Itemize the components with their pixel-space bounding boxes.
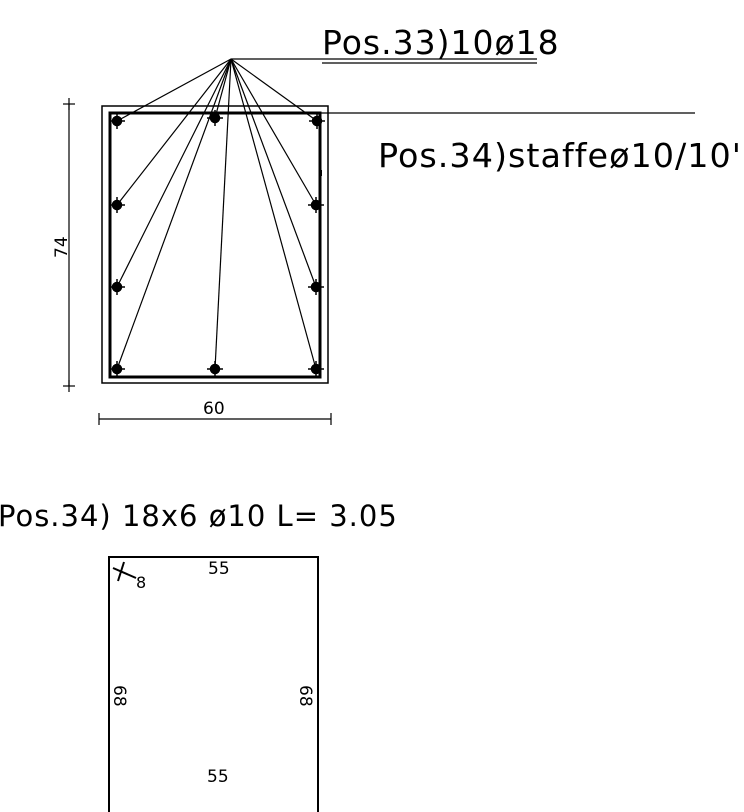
rebar-group xyxy=(109,110,325,377)
rebar xyxy=(109,361,125,377)
height-dimension xyxy=(63,98,75,392)
pos33-label: Pos.33)10ø18 xyxy=(322,23,560,62)
stirrup-right-label: 68 xyxy=(295,685,315,707)
rebar xyxy=(309,113,325,129)
rebar xyxy=(308,197,324,213)
pos33-leaders xyxy=(116,58,537,370)
stirrup-shape xyxy=(108,556,319,812)
stirrup-bottom-label: 55 xyxy=(207,767,229,787)
pos34-label: Pos.34)staffeø10/10' xyxy=(378,136,742,175)
rebar xyxy=(308,279,324,295)
width-dimension xyxy=(98,413,332,425)
rebar xyxy=(207,361,223,377)
section-outline xyxy=(101,105,329,384)
stirrup-hook-label: 8 xyxy=(136,573,146,592)
rebar xyxy=(109,279,125,295)
rebar xyxy=(109,113,125,129)
rebar xyxy=(109,197,125,213)
stirrup-top-label: 55 xyxy=(208,559,230,579)
rebar xyxy=(308,361,324,377)
stirrup-left-label: 68 xyxy=(109,685,129,707)
rebar xyxy=(207,110,223,126)
stirrup-title: Pos.34) 18x6 ø10 L= 3.05 xyxy=(0,499,398,533)
stirrup-hook-stem xyxy=(117,561,125,582)
dim-height-label: 74 xyxy=(52,236,72,258)
stirrup-hook xyxy=(112,567,137,579)
column-section xyxy=(101,105,329,384)
stirrup-outline-shape xyxy=(108,556,319,812)
dim-width-label: 60 xyxy=(203,399,225,419)
stirrup-outline xyxy=(108,111,322,379)
